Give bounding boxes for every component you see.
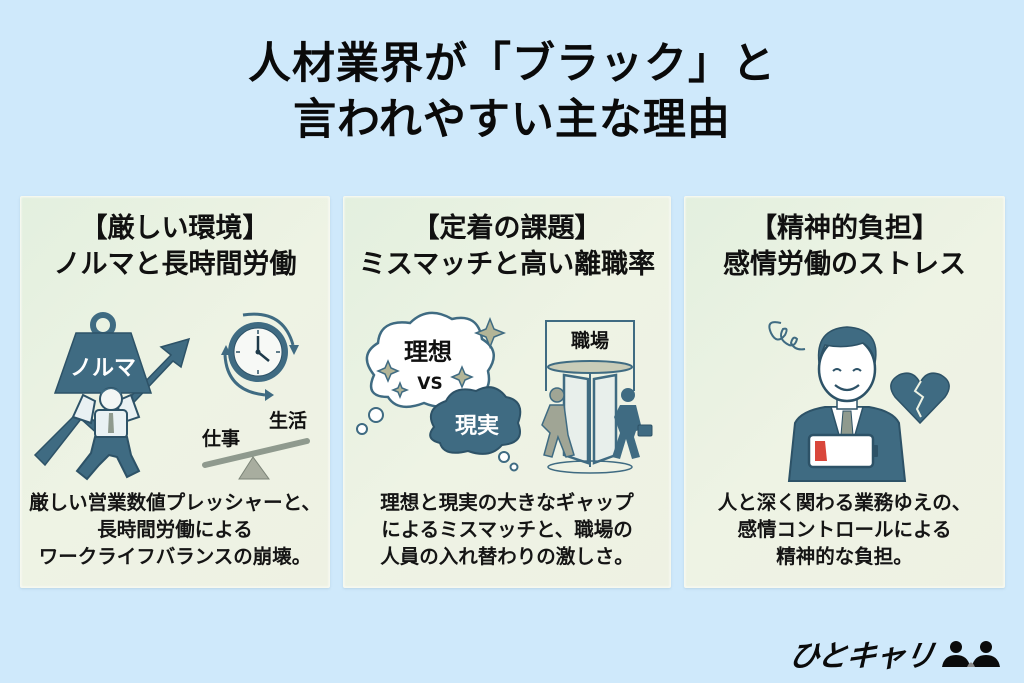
card-subtitle: 感情労働のストレス — [723, 249, 966, 280]
card-mental-burden: 【精神的負担】 感情労働のストレス — [684, 196, 1005, 588]
brand-logo: ひとキャリ — [786, 635, 1002, 674]
weight-icon: ノルマ — [53, 312, 153, 394]
title-line-2: 言われやすい主な理由 — [293, 95, 731, 145]
ideal-label: 理想 — [404, 338, 452, 366]
card-heading: 【精神的負担】 感情労働のストレス — [685, 211, 1004, 283]
vs-label: VS — [417, 374, 442, 394]
scribble-stress-icon — [768, 321, 806, 351]
reality-cloud-icon: 現実 — [429, 386, 522, 472]
card-harsh-environment: 【厳しい環境】 ノルマと長時間労働 ノルマ — [20, 196, 330, 588]
page-title: 人材業界が「ブラック」と 言われやすい主な理由 — [0, 36, 1024, 148]
card-description: 人と深く関わる業務ゆえの、 感情コントロールによる 精神的な負担。 — [717, 491, 972, 568]
broken-heart-icon — [890, 372, 950, 425]
people-icon — [942, 641, 1000, 667]
card-illustration: ノルマ — [21, 305, 329, 485]
sparkle-icon — [376, 316, 507, 400]
card-heading: 【厳しい環境】 ノルマと長時間労働 — [21, 211, 329, 283]
card-heading: 【定着の課題】 ミスマッチと高い離職率 — [344, 211, 670, 283]
card-subtitle: ノルマと長時間労働 — [53, 249, 297, 280]
card-illustration: 理想 VS 現実 職場 — [344, 305, 670, 485]
title-line-1: 人材業界が「ブラック」と — [248, 39, 776, 89]
card-description: 理想と現実の大きなギャップ によるミスマッチと、職場の 人員の入れ替わりの激しさ… — [380, 491, 634, 568]
card-illustration — [685, 305, 1004, 485]
seesaw-icon: 仕事 生活 — [201, 409, 310, 480]
clock-cycle-icon — [221, 312, 299, 401]
card-subtitle: ミスマッチと高い離職率 — [358, 249, 656, 280]
seesaw-left-label: 仕事 — [201, 427, 240, 450]
walking-person-icon — [541, 387, 653, 459]
reality-label: 現実 — [455, 413, 499, 439]
card-retention-issue: 【定着の課題】 ミスマッチと高い離職率 理想 VS 現実 — [343, 196, 671, 588]
card-category: 【厳しい環境】 — [80, 213, 270, 244]
logo-text: ひとキャリ — [786, 639, 937, 674]
low-battery-icon — [807, 433, 878, 469]
card-category: 【定着の課題】 — [412, 213, 602, 244]
person-lifting-icon — [71, 387, 141, 481]
workplace-label: 職場 — [571, 329, 609, 352]
weight-label: ノルマ — [70, 356, 136, 381]
seesaw-right-label: 生活 — [269, 409, 307, 432]
card-category: 【精神的負担】 — [750, 213, 939, 244]
card-description: 厳しい営業数値プレッシャーと、 長時間労働による ワークライフバランスの崩壊。 — [29, 491, 321, 568]
